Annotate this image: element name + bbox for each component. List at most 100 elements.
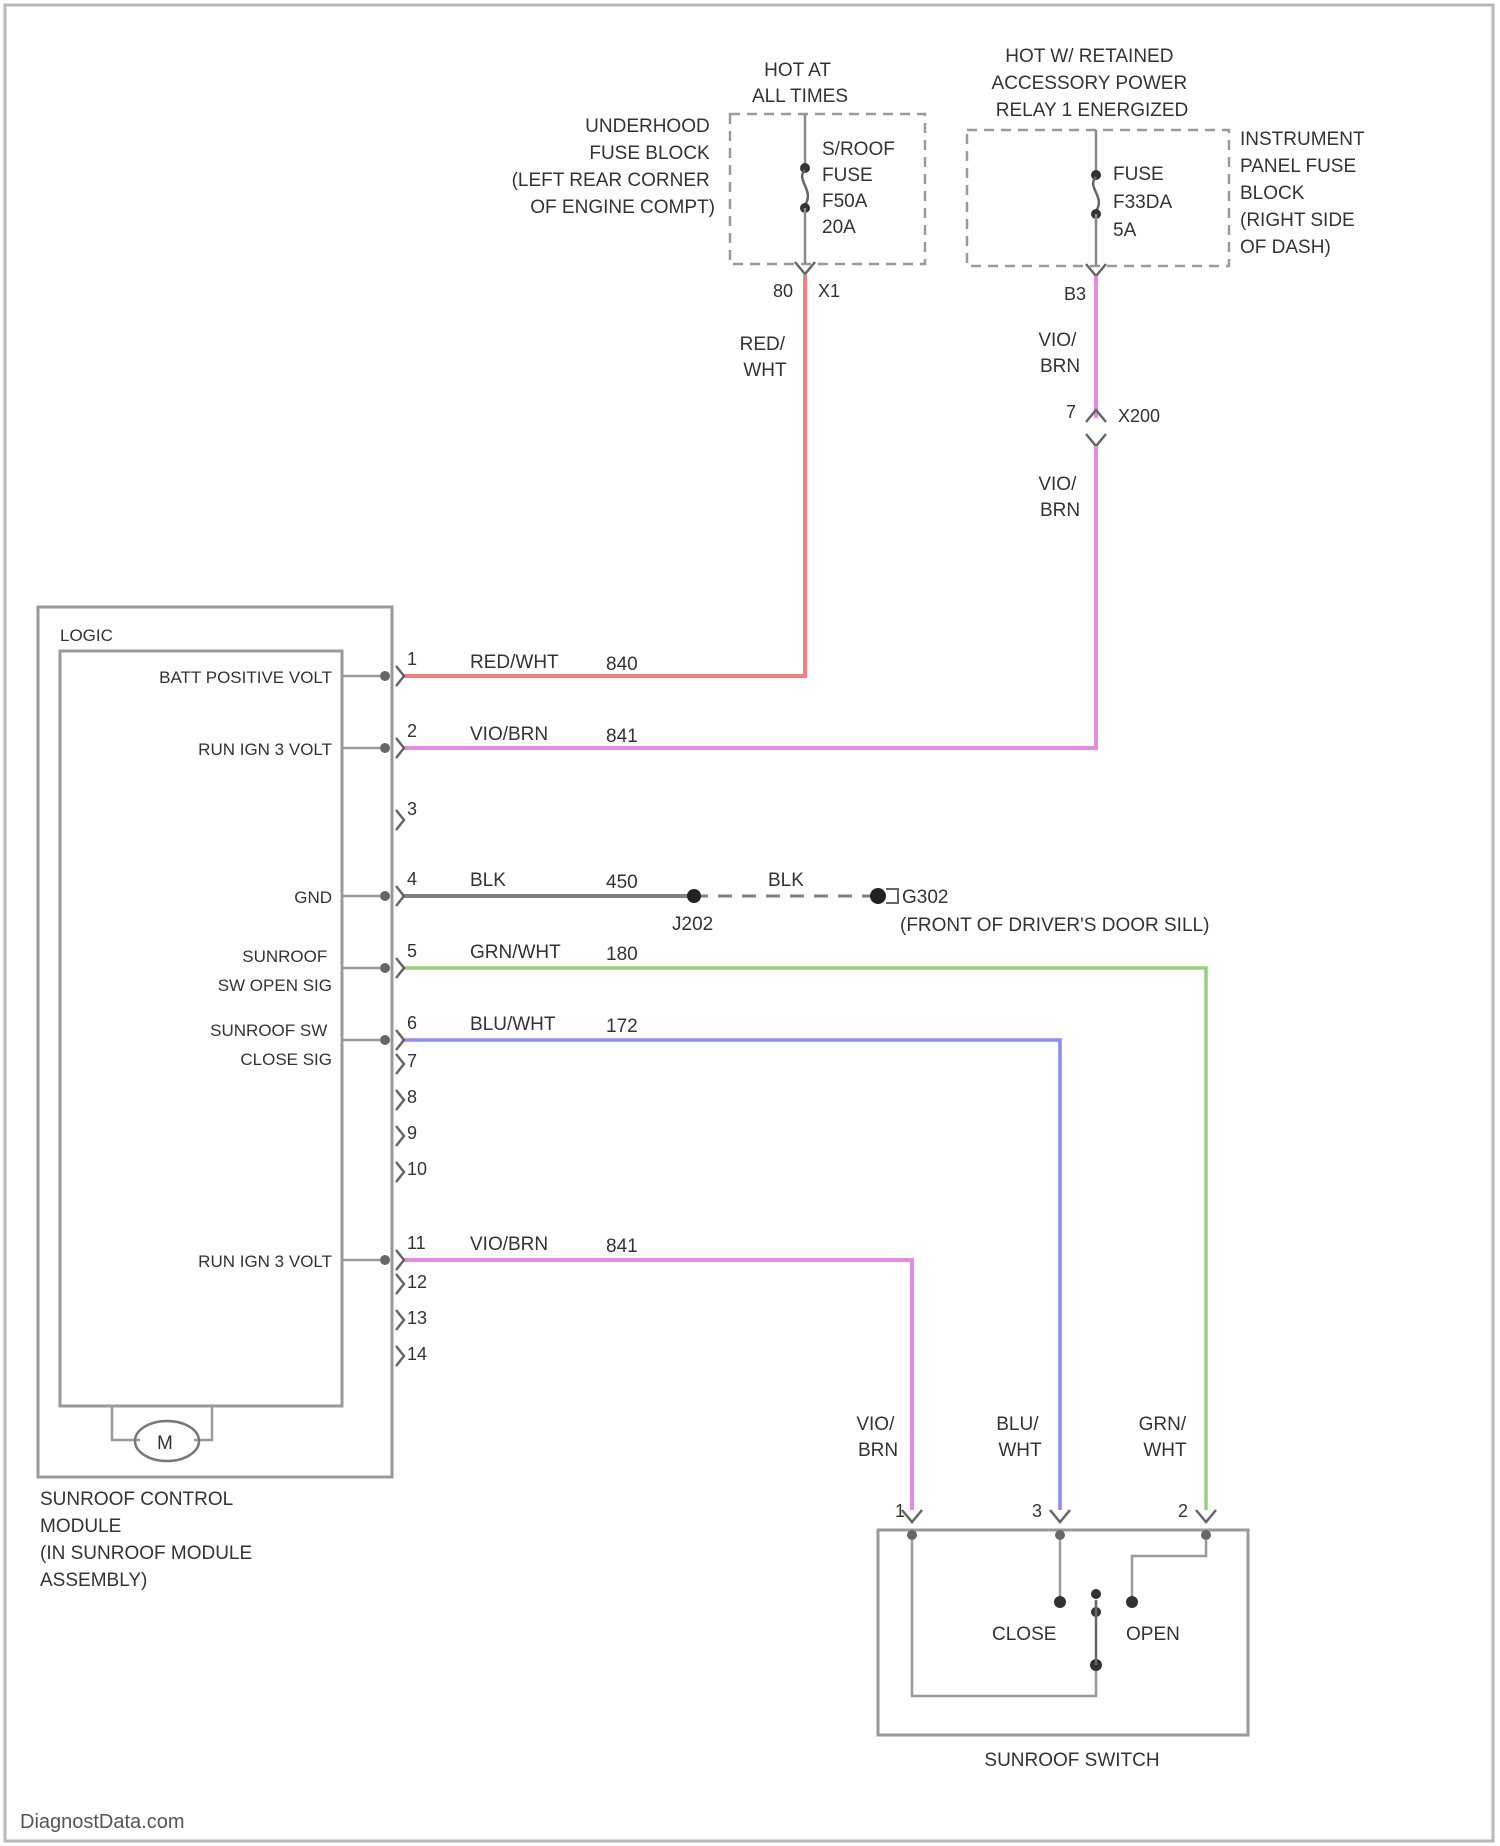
ground-g302-label: G302 — [902, 887, 948, 908]
module-pin-number: 4 — [407, 869, 417, 889]
switch-close-label: CLOSE — [992, 1624, 1056, 1645]
pin-terminal — [380, 671, 390, 681]
wire-vio-brn-pin2 — [402, 446, 1096, 748]
motor-symbol-label: M — [157, 1433, 173, 1454]
module-pin-function: SUNROOF SW CLOSE SIG — [210, 1021, 332, 1069]
switch-connector-icon — [1196, 1510, 1216, 1522]
pin-connector-icon — [396, 1030, 404, 1050]
module-pin-wire-color: RED/WHT — [470, 652, 559, 673]
wire-label-blk-dashed: BLK — [768, 870, 804, 891]
switch-pin-number: 2 — [1178, 1501, 1188, 1521]
wire-blu-wht — [402, 1040, 1060, 1510]
switch-pin-number: 3 — [1032, 1501, 1042, 1521]
pin-connector-icon — [396, 1250, 404, 1270]
sroof-fuse-label: S/ROOF FUSE F50A 20A — [822, 139, 900, 238]
wire-vio-brn-pin11 — [402, 1260, 912, 1510]
module-pin-circuit: 840 — [606, 654, 638, 675]
switch-pin-terminal — [1055, 1530, 1065, 1540]
pin-connector-icon — [396, 666, 404, 686]
splice-j202-dot — [687, 889, 701, 903]
wire-label-grn-wht-switch: GRN/ WHT — [1139, 1414, 1192, 1461]
module-outline — [38, 607, 392, 1477]
module-pin-function: SUNROOF SW OPEN SIG — [218, 947, 332, 995]
module-pin-function: BATT POSITIVE VOLT — [159, 668, 332, 687]
pin-terminal — [380, 743, 390, 753]
module-pin-number: 11 — [407, 1233, 426, 1253]
pin-connector-icon — [396, 958, 404, 978]
module-pin-circuit: 841 — [606, 1236, 638, 1257]
switch-pin-number: 1 — [895, 1501, 905, 1521]
close-contact-dot — [1054, 1596, 1066, 1608]
switch-pin-terminal — [907, 1530, 917, 1540]
module-pin-number: 2 — [407, 721, 417, 741]
module-pin-circuit: 172 — [606, 1016, 638, 1037]
pin-connector-icon — [396, 1090, 404, 1110]
ground-g302-tab — [886, 889, 898, 903]
switch-open-label: OPEN — [1126, 1624, 1180, 1645]
pin-connector-icon — [396, 1162, 404, 1182]
fuse1-connector-label: X1 — [818, 281, 840, 301]
ground-location-label: (FRONT OF DRIVER'S DOOR SILL) — [900, 915, 1209, 936]
watermark: DiagnostData.com — [20, 1811, 185, 1833]
wire-label-vio-brn-vertical-1: VIO/ BRN — [1038, 330, 1081, 377]
sunroof-control-module: LOGIC M SUNROOF CONTROL MODULE (IN SUNRO… — [38, 607, 638, 1591]
pin-connector-icon — [396, 1126, 404, 1146]
underhood-fuse-group: HOT AT ALL TIMES UNDERHOOD FUSE BLOCK (L… — [512, 60, 925, 301]
pin-terminal — [380, 1255, 390, 1265]
fuse-icon — [802, 170, 808, 205]
switch-name-label: SUNROOF SWITCH — [984, 1750, 1159, 1771]
module-name-label: SUNROOF CONTROL MODULE (IN SUNROOF MODUL… — [40, 1489, 257, 1591]
x200-pin-label: 7 — [1066, 402, 1076, 422]
pin-terminal — [380, 963, 390, 973]
module-pin-wire-color: BLK — [470, 870, 506, 891]
f33da-fuse-label: FUSE F33DA 5A — [1113, 164, 1176, 241]
module-pin-function: RUN IGN 3 VOLT — [198, 740, 332, 759]
module-pin-wire-color: GRN/WHT — [470, 942, 561, 963]
module-pin-function: RUN IGN 3 VOLT — [198, 1252, 332, 1271]
diagram-border — [5, 5, 1493, 1841]
pin-connector-icon — [396, 1346, 404, 1366]
module-pin-number: 12 — [407, 1272, 427, 1292]
switch-internal-open — [1132, 1540, 1206, 1600]
module-pin-circuit: 180 — [606, 944, 638, 965]
module-pin-number: 5 — [407, 941, 417, 961]
hot-retained-accessory-label: HOT W/ RETAINED ACCESSORY POWER RELAY 1 … — [992, 46, 1193, 121]
module-pin-number: 9 — [407, 1123, 417, 1143]
module-pin-wire-color: BLU/WHT — [470, 1014, 556, 1035]
fuse2-pin-label: B3 — [1064, 284, 1086, 304]
module-pin-circuit: 841 — [606, 726, 638, 747]
sunroof-switch: 1 3 2 CLOSE OPEN SUNROOF SWITCH — [878, 1501, 1248, 1771]
ip-fuse-group: HOT W/ RETAINED ACCESSORY POWER RELAY 1 … — [967, 46, 1370, 304]
pin-connector-icon — [396, 1054, 404, 1074]
module-pin-circuit: 450 — [606, 872, 638, 893]
module-pin-number: 13 — [407, 1308, 427, 1328]
pin-connector-icon — [396, 886, 404, 906]
pin-connector-icon — [396, 1310, 404, 1330]
module-pin-wire-color: VIO/BRN — [470, 1234, 548, 1255]
switch-connector-icon — [1050, 1510, 1070, 1522]
switch-top-dot — [1091, 1589, 1101, 1599]
ip-fuse-block-label: INSTRUMENT PANEL FUSE BLOCK (RIGHT SIDE … — [1240, 129, 1370, 258]
module-pin-number: 8 — [407, 1087, 417, 1107]
switch-outline — [878, 1530, 1248, 1735]
module-pin-function: GND — [294, 888, 332, 907]
wire-label-vio-brn-switch: VIO/ BRN — [856, 1414, 899, 1461]
module-pin-wire-color: VIO/BRN — [470, 724, 548, 745]
switch-pin-terminal — [1201, 1530, 1211, 1540]
pin-terminal — [380, 1035, 390, 1045]
underhood-fuse-block-label: UNDERHOOD FUSE BLOCK (LEFT REAR CORNER O… — [512, 116, 715, 218]
hot-at-all-times-label: HOT AT ALL TIMES — [752, 60, 848, 107]
wire-label-blu-wht-switch: BLU/ WHT — [996, 1414, 1044, 1461]
wire-label-vio-brn-vertical-2: VIO/ BRN — [1038, 474, 1081, 521]
switch-internal-common — [912, 1540, 1096, 1696]
x200-connector-label: X200 — [1118, 406, 1160, 426]
ground-icon — [870, 888, 886, 904]
pin-connector-icon — [396, 738, 404, 758]
module-pin-number: 6 — [407, 1013, 417, 1033]
pin-connector-icon — [396, 810, 404, 830]
underhood-fuse-block-outline — [730, 114, 925, 264]
wire-label-red-wht-vertical: RED/ WHT — [740, 334, 791, 381]
module-pin-number: 1 — [407, 649, 417, 669]
module-pin-number: 10 — [407, 1159, 427, 1179]
